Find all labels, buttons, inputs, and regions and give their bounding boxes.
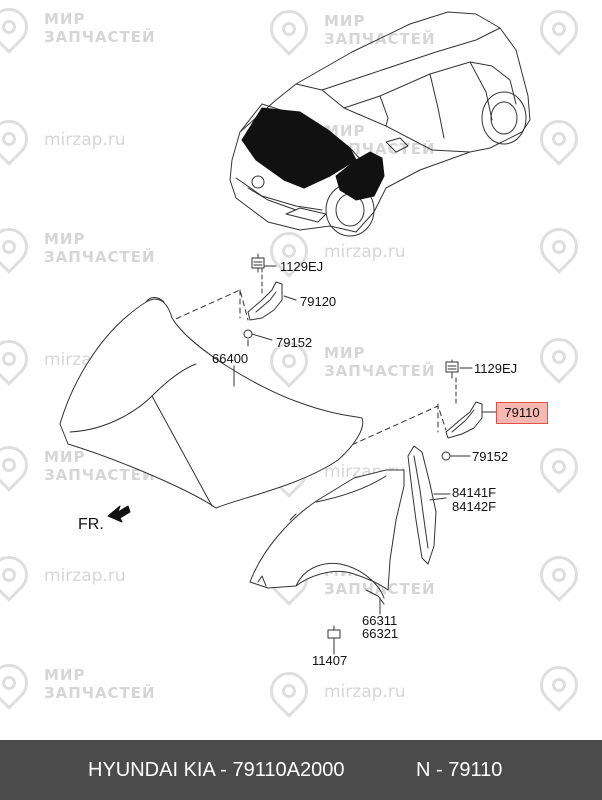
parts-diagram bbox=[59, 11, 531, 655]
part-label-66311: 66311 bbox=[362, 613, 398, 628]
part-label-79120: 79120 bbox=[300, 294, 337, 309]
part-footer-bar: HYUNDAI KIA - 79110A2000 N - 79110 bbox=[0, 740, 602, 800]
front-arrow bbox=[107, 505, 131, 523]
watermark-line: ЗАПЧАСТЕЙ bbox=[44, 28, 156, 46]
watermark: МИР ЗАПЧАСТЕЙ bbox=[0, 220, 190, 278]
watermark-line: МИР bbox=[44, 666, 86, 684]
watermark-line: МИР bbox=[44, 230, 86, 248]
part-label-79152-top: 79152 bbox=[276, 335, 313, 350]
car-illustration bbox=[229, 11, 531, 237]
fender-protector bbox=[407, 445, 447, 565]
watermark-line: ЗАПЧАСТЕЙ bbox=[44, 466, 156, 484]
part-label-1129ej-right: 1129EJ bbox=[474, 361, 518, 376]
watermark-line: МИР bbox=[324, 344, 366, 362]
watermark-line: МИР bbox=[44, 10, 86, 28]
watermark-domain: mirzap.ru bbox=[44, 566, 126, 586]
guide-lines bbox=[159, 289, 447, 453]
watermark: МИР ЗАПЧАСТЕЙ bbox=[0, 0, 190, 58]
part-label-66321: 66321 bbox=[362, 626, 399, 641]
part-label-1129ej-top: 1129EJ bbox=[280, 259, 324, 274]
part-label-84141f: 84141F bbox=[452, 485, 497, 500]
front-direction-label: FR. bbox=[78, 516, 104, 533]
part-label-79152-right: 79152 bbox=[472, 449, 509, 464]
hinge-79120 bbox=[243, 253, 283, 347]
hood-66400 bbox=[59, 297, 364, 509]
part-label-84142f: 84142F bbox=[452, 499, 497, 514]
watermark-domain: mirzap.ru bbox=[44, 130, 126, 150]
watermark: mirzap.ru bbox=[0, 548, 190, 606]
fender-66311 bbox=[249, 469, 405, 649]
watermark-line: МИР bbox=[324, 12, 366, 30]
hinge-79110 bbox=[441, 359, 483, 461]
watermark-line: МИР bbox=[44, 448, 86, 466]
watermark-domain: mirzap.ru bbox=[324, 682, 406, 702]
leader-lines bbox=[233, 265, 497, 655]
part-label-66400: 66400 bbox=[212, 351, 249, 366]
watermark: МИР ЗАПЧАСТЕЙ bbox=[0, 438, 190, 496]
watermark: МИР ЗАПЧАСТЕЙ bbox=[262, 334, 470, 392]
watermark: mirzap.ru bbox=[262, 224, 470, 282]
watermark-line: ЗАПЧАСТЕЙ bbox=[44, 684, 156, 702]
watermark: МИР ЗАПЧАСТЕЙ bbox=[0, 656, 190, 714]
part-label-11407: 11407 bbox=[312, 653, 348, 668]
footer-ref-number: N - 79110 bbox=[416, 759, 503, 781]
part-label-79110-highlighted[interactable]: 79110 bbox=[496, 402, 548, 424]
footer-brand-part-number: HYUNDAI KIA - 79110A2000 bbox=[88, 759, 345, 781]
watermark-domain: mirzap.ru bbox=[324, 242, 406, 262]
watermark: mirzap.ru bbox=[0, 112, 190, 170]
watermark: mirzap.ru bbox=[262, 664, 470, 722]
watermark-line: ЗАПЧАСТЕЙ bbox=[44, 248, 156, 266]
watermark-line: ЗАПЧАСТЕЙ bbox=[324, 362, 436, 380]
